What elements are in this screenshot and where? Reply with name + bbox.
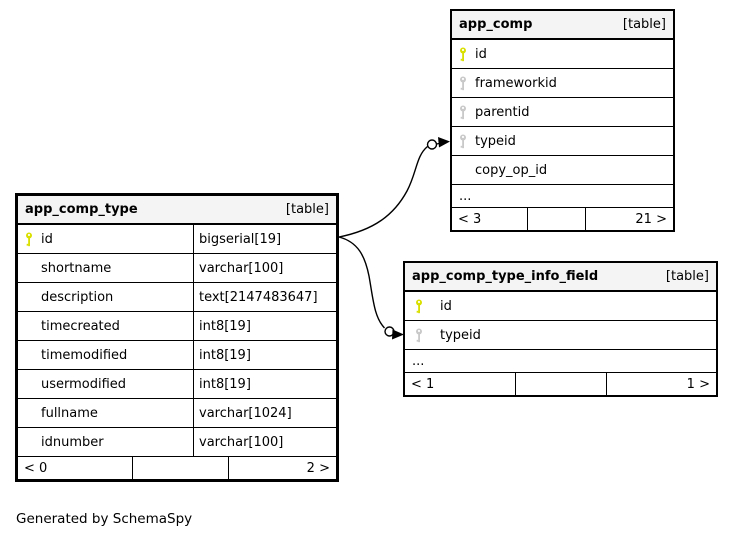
column-name-cell: timemodified xyxy=(18,341,193,369)
column-name: parentid xyxy=(475,104,530,120)
column-name-cell: timecreated xyxy=(18,312,193,340)
relationship-curve-infofield xyxy=(338,236,386,329)
generated-by-note: Generated by SchemaSpy xyxy=(16,511,193,527)
column-row: typeid xyxy=(452,127,673,156)
hidden-columns-ellipsis: ... xyxy=(405,350,716,373)
table-app-comp-type[interactable]: app_comp_type [table] id bigserial[19] s… xyxy=(15,193,339,482)
relationship-stub-infofield xyxy=(393,331,400,335)
column-name: usermodified xyxy=(41,376,127,392)
relationship-circle-infofield xyxy=(384,326,395,337)
column-name: fullname xyxy=(41,405,98,421)
table-type-badge: [table] xyxy=(622,17,666,32)
column-row: description text[2147483647] xyxy=(18,283,336,312)
hidden-columns-ellipsis: ... xyxy=(452,185,673,208)
column-name: frameworkid xyxy=(475,75,557,91)
column-row: shortname varchar[100] xyxy=(18,254,336,283)
column-name-cell: description xyxy=(18,283,193,311)
column-row: timecreated int8[19] xyxy=(18,312,336,341)
foreign-key-icon xyxy=(452,76,472,91)
column-row: idnumber varchar[100] xyxy=(18,428,336,457)
table-title[interactable]: app_comp xyxy=(459,17,533,32)
column-name: description xyxy=(41,289,114,305)
footer-parent-count: < 3 xyxy=(458,211,482,227)
table-header: app_comp_type_info_field [table] xyxy=(405,263,716,292)
table-app-comp[interactable]: app_comp [table] id frameworkid parentid xyxy=(450,9,675,232)
table-title[interactable]: app_comp_type_info_field xyxy=(412,269,599,284)
foreign-key-icon xyxy=(452,134,472,149)
footer-middle-cell xyxy=(132,457,227,479)
column-row: id xyxy=(405,292,716,321)
column-row: timemodified int8[19] xyxy=(18,341,336,370)
footer-child-count: 21 > xyxy=(584,208,673,230)
column-row: parentid xyxy=(452,98,673,127)
table-header: app_comp [table] xyxy=(452,11,673,40)
relationship-arrowhead-appcomp xyxy=(438,137,450,148)
column-name: shortname xyxy=(41,260,112,276)
column-type: varchar[100] xyxy=(193,254,336,282)
column-name-cell: id xyxy=(18,225,193,253)
footer-middle-cell xyxy=(515,373,605,395)
foreign-key-icon xyxy=(405,328,437,343)
relationship-curve-appcomp xyxy=(338,145,428,238)
column-name: copy_op_id xyxy=(475,162,548,178)
table-type-badge: [table] xyxy=(285,202,329,217)
table-app-comp-type-info-field[interactable]: app_comp_type_info_field [table] id type… xyxy=(403,261,718,397)
table-footer: < 3 21 > xyxy=(452,208,673,230)
column-name-cell: idnumber xyxy=(18,428,193,456)
column-type: int8[19] xyxy=(193,370,336,398)
primary-key-icon xyxy=(18,232,38,247)
column-name: id xyxy=(41,231,53,247)
column-type: int8[19] xyxy=(193,312,336,340)
column-row: typeid xyxy=(405,321,716,350)
column-type: varchar[1024] xyxy=(193,399,336,427)
footer-child-count: 2 > xyxy=(227,457,336,479)
column-type: text[2147483647] xyxy=(193,283,336,311)
table-footer: < 0 2 > xyxy=(18,457,336,479)
column-row: copy_op_id xyxy=(452,156,673,185)
foreign-key-icon xyxy=(452,105,472,120)
footer-parent-count: < 0 xyxy=(24,460,48,476)
primary-key-icon xyxy=(452,47,472,62)
table-footer: < 1 1 > xyxy=(405,373,716,395)
column-name-cell: fullname xyxy=(18,399,193,427)
column-row: frameworkid xyxy=(452,69,673,98)
footer-middle-cell xyxy=(527,208,584,230)
column-type: varchar[100] xyxy=(193,428,336,456)
column-name: id xyxy=(440,298,452,314)
column-name: timemodified xyxy=(41,347,128,363)
column-row: id bigserial[19] xyxy=(18,225,336,254)
column-type: bigserial[19] xyxy=(193,225,336,253)
column-name-cell: usermodified xyxy=(18,370,193,398)
table-header: app_comp_type [table] xyxy=(18,196,336,225)
column-name: id xyxy=(475,46,487,62)
column-name-cell: shortname xyxy=(18,254,193,282)
column-row: usermodified int8[19] xyxy=(18,370,336,399)
primary-key-icon xyxy=(405,299,437,314)
column-name: idnumber xyxy=(41,434,104,450)
footer-child-count: 1 > xyxy=(605,373,716,395)
column-row: fullname varchar[1024] xyxy=(18,399,336,428)
column-name: typeid xyxy=(440,327,481,343)
column-row: id xyxy=(452,40,673,69)
column-name: timecreated xyxy=(41,318,120,334)
table-title[interactable]: app_comp_type xyxy=(25,202,138,217)
relationship-circle-appcomp xyxy=(426,139,438,150)
relationship-stub-appcomp xyxy=(436,141,445,145)
column-type: int8[19] xyxy=(193,341,336,369)
table-type-badge: [table] xyxy=(665,269,709,284)
column-name: typeid xyxy=(475,133,516,149)
footer-parent-count: < 1 xyxy=(411,376,435,392)
